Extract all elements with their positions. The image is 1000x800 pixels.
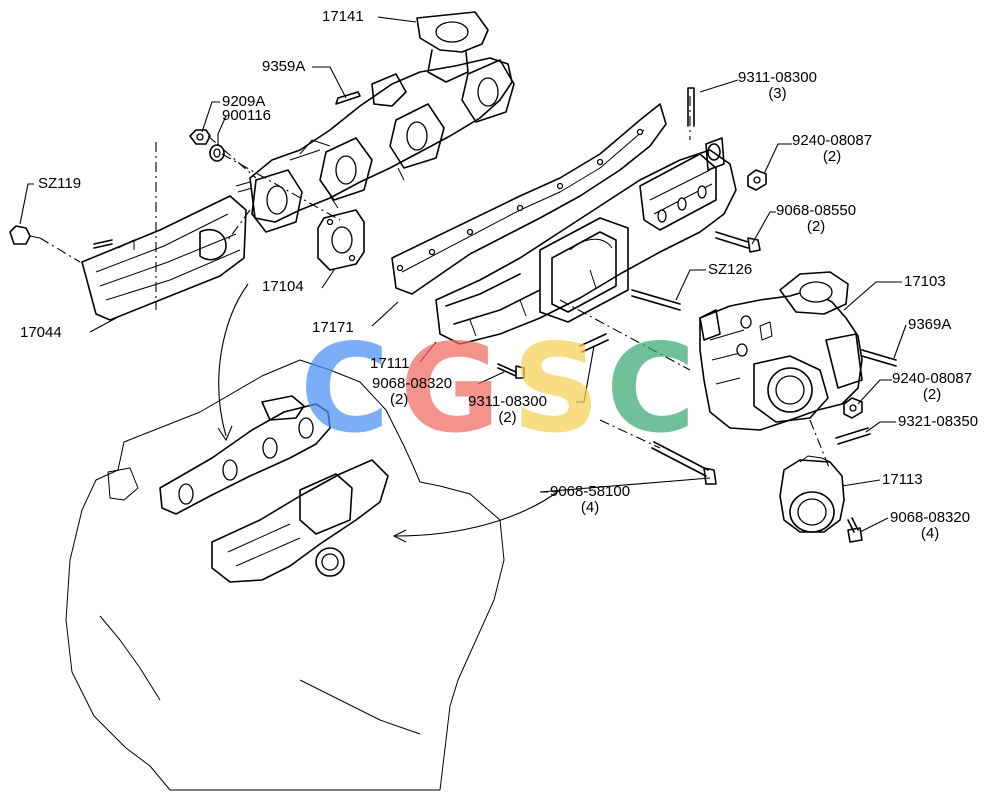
label-9311-08300-intake-qty: (2) [498, 409, 517, 426]
alignment-line-5 [227, 209, 251, 241]
label-9068-08320-throttle-qty: (4) [920, 525, 940, 542]
label-17044: 17044 [20, 324, 62, 341]
label-sz119: SZ119 [38, 175, 82, 192]
stud-9311-08300-lower [579, 333, 609, 353]
alignment-line-9 [599, 419, 661, 449]
alignment-line-4 [221, 153, 341, 221]
throttle-body-17113 [779, 455, 845, 533]
label-9068-58100-number: 9068-58100 [550, 483, 631, 500]
label-17171: 17171 [312, 319, 354, 336]
label-9321-08350: 9321-08350 [898, 413, 979, 430]
label-17113: 17113 [882, 471, 923, 488]
stud-sz126 [631, 289, 681, 311]
nut-9240-08087-lower [843, 397, 863, 419]
engine-inset-outline [65, 359, 505, 791]
stud-9359a [335, 91, 361, 105]
label-9068-08550: 9068-08550 (2) [776, 203, 856, 235]
stud-9311-08300-top [687, 87, 695, 127]
label-17141: 17141 [322, 8, 364, 25]
alignment-line-7 [559, 299, 691, 371]
watermark-letter-4: C [606, 318, 696, 460]
label-9311-08300-top: 9311-08300 (3) [738, 70, 817, 102]
label-9311-08300-top-number: 9311-08300 [738, 69, 817, 86]
label-9311-08300-intake-number: 9311-08300 [468, 393, 547, 410]
watermark-letter-3: S [512, 318, 600, 460]
label-9240-08087-upper-qty: (2) [822, 148, 842, 165]
nut-9240-08087-upper [747, 169, 767, 191]
bolt-9068-08320-throttle [847, 517, 863, 543]
label-9068-08320-intake-number: 9068-08320 [372, 375, 453, 392]
intake-manifold [435, 137, 737, 345]
label-900116: 900116 [222, 107, 271, 124]
label-9240-08087-lower: 9240-08087 (2) [892, 371, 972, 403]
label-9068-08320-intake: 9068-08320 (2) [372, 376, 452, 408]
label-9240-08087-lower-number: 9240-08087 [892, 370, 973, 387]
label-17103: 17103 [904, 273, 946, 290]
label-9068-58100-qty: (4) [580, 499, 600, 516]
exhaust-manifold [235, 57, 515, 233]
label-9068-58100: 9068-58100 (4) [550, 484, 630, 516]
inset-exhaust-manifold [159, 395, 331, 515]
label-9068-08320-throttle: 9068-08320 (4) [890, 510, 970, 542]
label-9240-08087-upper: 9240-08087 (2) [792, 133, 872, 165]
throttle-body-housing-17103 [699, 271, 863, 431]
label-sz126: SZ126 [708, 261, 753, 278]
label-9311-08300-top-qty: (3) [768, 85, 787, 102]
nut-and-washer [189, 129, 225, 162]
inset-intake-manifold [211, 459, 389, 583]
gasket-17104 [317, 209, 365, 271]
label-17104: 17104 [262, 278, 304, 295]
stud-9321-08350 [835, 427, 871, 445]
label-9369a: 9369A [908, 316, 952, 333]
assembly-arrow-right [392, 489, 561, 543]
bolt-9068-08320-lower [497, 363, 525, 379]
label-9068-08550-number: 9068-08550 [776, 202, 857, 219]
label-9068-08320-throttle-number: 9068-08320 [890, 509, 971, 526]
heat-shield-17044 [81, 195, 247, 321]
label-9240-08087-lower-qty: (2) [922, 386, 942, 403]
watermark-letter-2: G [400, 318, 501, 460]
label-9068-08320-intake-qty: (2) [390, 391, 409, 408]
label-9068-08550-qty: (2) [806, 218, 826, 235]
label-9359a: 9359A [262, 58, 306, 75]
stud-9369a [861, 349, 897, 367]
intake-gasket-17171 [391, 103, 667, 295]
label-17111: 17111 [370, 355, 410, 372]
leader-lines [19, 16, 907, 533]
label-9311-08300-intake: 9311-08300 (2) [468, 394, 547, 426]
label-9209a: 9209A [222, 93, 266, 110]
watermark-letter-1: C [300, 318, 390, 460]
assembly-arrow-left [217, 283, 249, 442]
alignment-line-1 [39, 237, 81, 263]
exhaust-outlet-flange [416, 11, 489, 83]
bolt-sz119 [9, 225, 113, 249]
label-9240-08087-upper-number: 9240-08087 [792, 132, 873, 149]
